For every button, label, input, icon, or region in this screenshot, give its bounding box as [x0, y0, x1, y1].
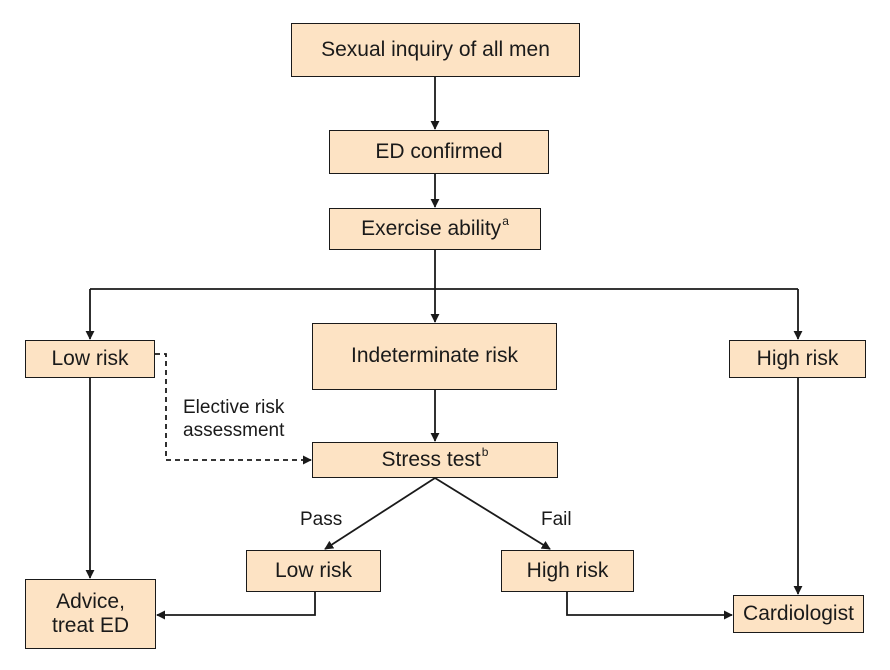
node-cardiologist-label: Cardiologist: [743, 601, 854, 625]
node-ed-confirmed-label: ED confirmed: [375, 139, 503, 163]
node-high-risk-bottom: High risk: [501, 550, 634, 592]
node-low-risk-bottom-label: Low risk: [274, 558, 353, 582]
edge-high-risk-bottom-to-cardiologist: [566, 592, 733, 620]
edge-stress-pass: [324, 477, 436, 550]
node-low-risk-left: Low risk: [25, 340, 155, 378]
node-indeterminate-risk: Indeterminate risk: [312, 323, 557, 390]
edge-low-risk-bottom-to-advice: [156, 592, 316, 620]
node-low-risk-left-label: Low risk: [51, 346, 129, 370]
node-high-risk-right-label: High risk: [756, 346, 839, 370]
label-fail: Fail: [541, 509, 572, 530]
footnote-a: a: [502, 213, 509, 228]
node-stress-test: Stress testb: [312, 442, 558, 478]
node-low-risk-bottom: Low risk: [246, 550, 381, 592]
footnote-b: b: [481, 444, 489, 459]
node-sexual-inquiry-label: Sexual inquiry of all men: [321, 37, 550, 61]
node-high-risk-bottom-label: High risk: [526, 558, 609, 582]
node-stress-test-label: Stress testb: [381, 444, 489, 471]
node-ed-confirmed: ED confirmed: [329, 130, 549, 174]
label-pass: Pass: [300, 509, 343, 530]
label-elective-risk-assessment: Elective risk assessment: [183, 397, 284, 443]
node-sexual-inquiry: Sexual inquiry of all men: [291, 23, 580, 77]
label-elective-line1: Elective risk: [183, 397, 285, 418]
node-indeterminate-risk-label: Indeterminate risk: [351, 344, 518, 368]
node-cardiologist: Cardiologist: [733, 595, 864, 633]
node-advice-line1: Advice,: [56, 589, 125, 613]
node-advice-line2: treat ED: [51, 614, 130, 637]
label-elective-line2: assessment: [183, 419, 285, 441]
node-exercise-ability: Exercise abilitya: [329, 208, 541, 250]
edge-elective-dashed: [155, 353, 312, 465]
node-high-risk-right: High risk: [729, 340, 866, 378]
edge-stress-fail: [434, 477, 551, 550]
node-exercise-ability-label: Exercise abilitya: [361, 213, 509, 240]
node-advice-treat-ed: Advice, treat ED: [25, 579, 156, 649]
